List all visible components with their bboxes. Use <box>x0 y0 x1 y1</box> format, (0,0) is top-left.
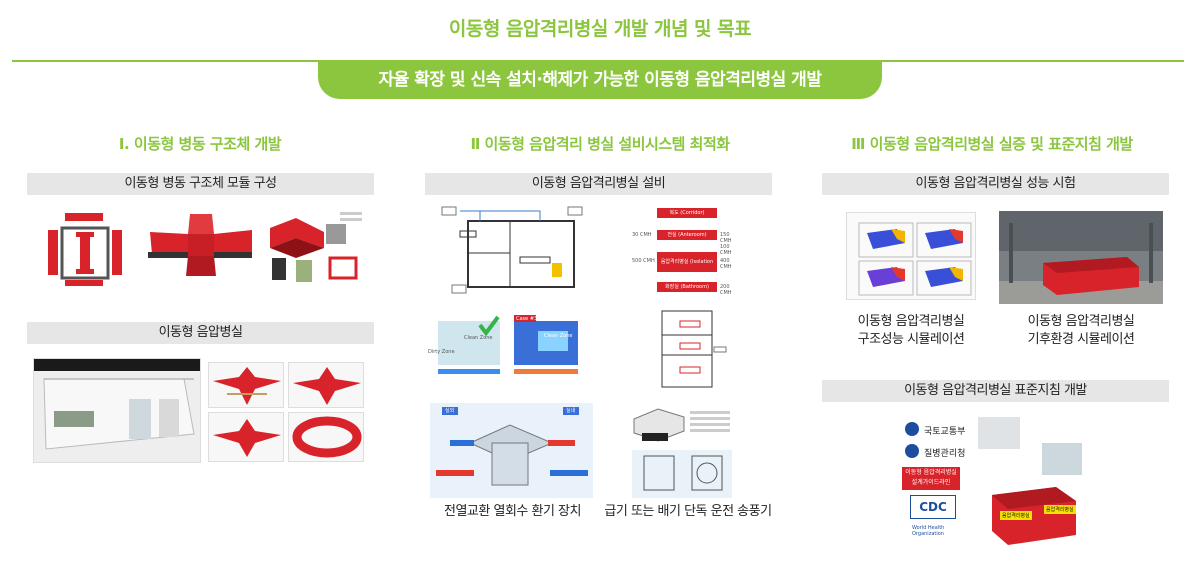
climate-chamber-photo <box>999 211 1163 304</box>
flow-value-3: 100 CMH <box>720 244 732 256</box>
module-label-1: 음압격리병실 <box>1000 511 1032 520</box>
section-bar-standard-guide: 이동형 음압격리병실 표준지침 개발 <box>822 380 1169 402</box>
negative-pressure-room-render <box>33 358 201 463</box>
cdc-logo: CDC <box>910 495 956 519</box>
flow-value-1: 30 CMH <box>632 232 652 238</box>
module-label-2: 음압격리병실 <box>1044 505 1076 514</box>
caption-climate-line1: 이동형 음압격리병실 <box>1027 314 1135 329</box>
zone-label-clean-1: Clean Zone <box>464 335 493 341</box>
fan-unit-drawing <box>632 450 732 498</box>
module-render-3 <box>208 412 284 462</box>
caption-structural-line1: 이동형 음압격리병실 <box>857 314 965 329</box>
kdca-logo: 질병관리청 <box>924 449 966 459</box>
flow-box-bathroom: 화장실 (Bathroom) <box>657 282 717 292</box>
column-heading-1: Ⅰ. 이동형 병동 구조체 개발 <box>118 135 282 153</box>
airflow-balance-diagram: 복도 (Corridor) 전실 (Anteroom) 음압격리병실 (Isol… <box>632 208 742 298</box>
section-bar-module: 이동형 병동 구조체 모듈 구성 <box>27 173 374 195</box>
caption-heat-recovery: 전열교환 열회수 환기 장치 <box>444 504 581 519</box>
column-heading-2: Ⅱ 이동형 음압격리 병실 설비시스템 최적화 <box>470 135 730 153</box>
module-render-4 <box>288 412 364 462</box>
structural-simulation-image <box>846 212 976 300</box>
module-render-1 <box>208 362 284 408</box>
flow-value-5: 400 CMH <box>720 258 732 270</box>
heat-recovery-ventilator-image: 실외 실내 <box>430 403 593 498</box>
flow-value-6: 200 CMH <box>720 284 732 296</box>
flow-value-4: 500 CMH <box>632 258 655 264</box>
zone-label-case3: Case #3 <box>516 316 538 322</box>
goal-banner: 자율 확장 및 신속 설치·해제가 가능한 이동형 음압격리병실 개발 <box>318 61 882 99</box>
module-components-image <box>266 208 364 290</box>
flow-box-anteroom: 전실 (Anteroom) <box>657 230 717 240</box>
design-guideline-box: 이동형 음압격리병실 설계가이드라인 <box>902 467 960 490</box>
module-cross-assembled-image <box>148 212 254 278</box>
equipment-floorplan-diagram <box>440 203 590 299</box>
ministry-land-logo: 국토교통부 <box>924 427 966 437</box>
section-bar-equipment: 이동형 음압격리병실 설비 <box>425 173 772 195</box>
caption-structural-line2: 구조성능 시뮬레이션 <box>857 332 965 347</box>
standard-guideline-collage: 국토교통부 질병관리청 이동형 음압격리병실 설계가이드라인 CDC World… <box>896 415 1096 555</box>
hvac-label-indoor: 실내 <box>566 408 576 414</box>
section-bar-performance-test: 이동형 음압격리병실 성능 시험 <box>822 173 1169 195</box>
flow-value-2: 150 CMH <box>720 232 732 244</box>
caption-fan-unit: 급기 또는 배기 단독 운전 송풍기 <box>604 504 772 519</box>
flow-box-isolation-room: 음압격리병실 (Isolation room) <box>657 252 717 285</box>
module-frame-exploded-image <box>40 210 130 290</box>
column-heading-3: Ⅲ 이동형 음압격리병실 실증 및 표준지침 개발 <box>851 135 1133 153</box>
page-title: 이동형 음압격리병실 개발 개념 및 목표 <box>448 18 752 40</box>
who-logo: World Health Organization <box>912 525 945 537</box>
hvac-label-outdoor: 실외 <box>445 408 455 414</box>
flow-box-corridor: 복도 (Corridor) <box>657 208 717 218</box>
cfd-simulation-image: Clean Zone Dirty Zone Clean Zone Case #3 <box>428 313 588 381</box>
caption-climate-line2: 기후환경 시뮬레이션 <box>1027 332 1135 347</box>
zone-label-clean-2: Clean Zone <box>544 333 573 339</box>
module-render-2 <box>288 362 364 408</box>
single-fan-unit-image <box>628 403 738 449</box>
room-layout-diagram <box>652 305 742 391</box>
zone-label-dirty: Dirty Zone <box>428 349 455 355</box>
section-bar-negative-room: 이동형 음압병실 <box>27 322 374 344</box>
